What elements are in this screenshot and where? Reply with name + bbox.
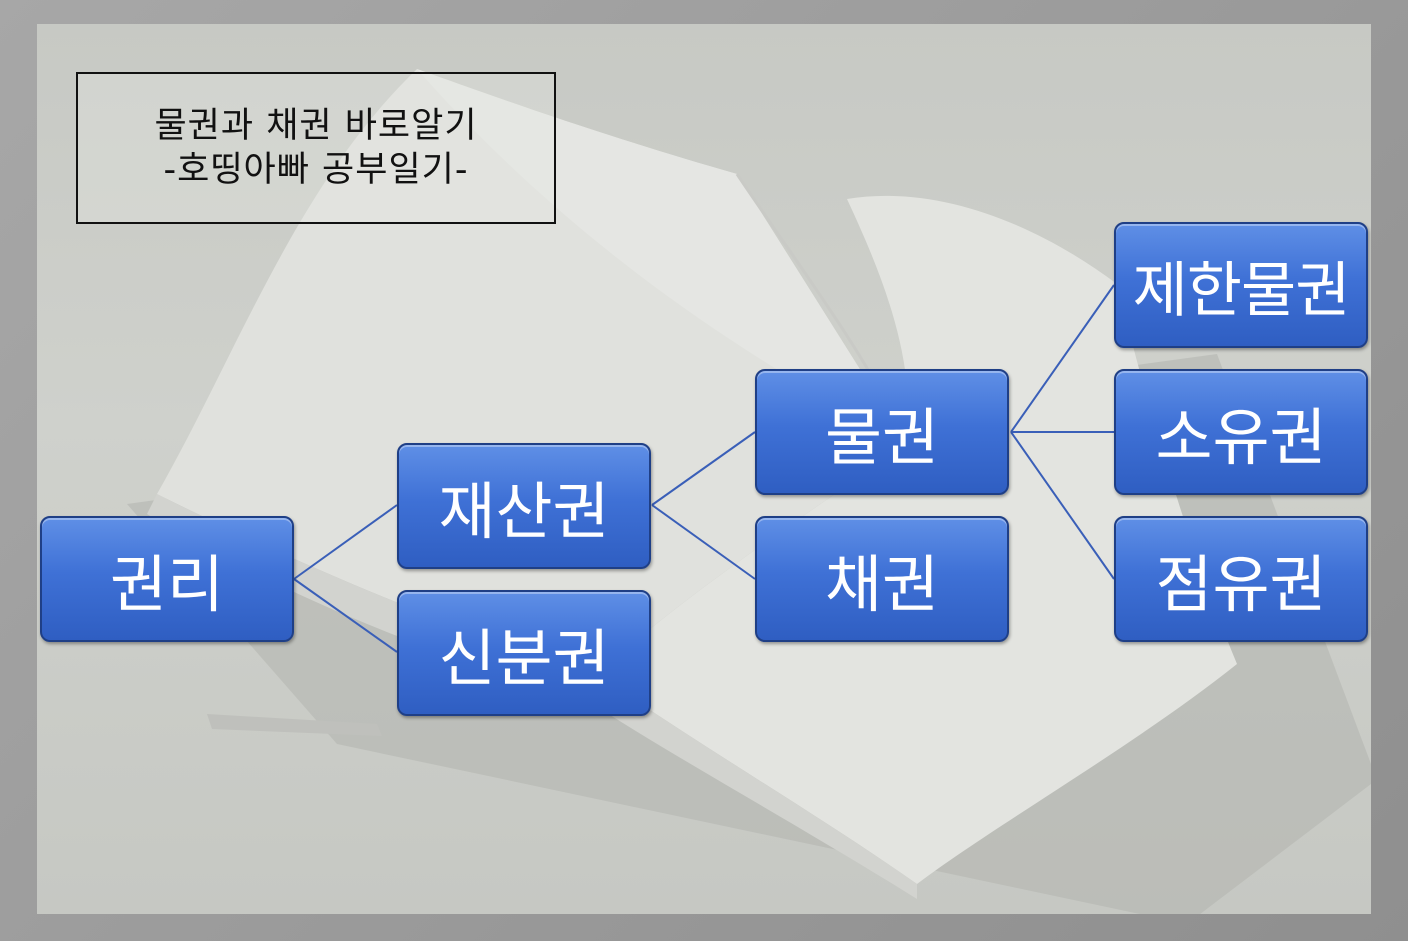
connector-property-real [652, 432, 755, 505]
slide: 물권과 채권 바로알기 -호띵아빠 공부일기- 권리 재산권 신분권 물권 채권… [37, 24, 1371, 914]
node-limited-real-rights: 제한물권 [1114, 222, 1368, 348]
connector-real-possession [1011, 432, 1114, 579]
connector-property-claim [652, 505, 755, 579]
node-claim-rights: 채권 [755, 516, 1009, 642]
node-rights: 권리 [40, 516, 294, 642]
node-real-rights: 물권 [755, 369, 1009, 495]
connector-rights-property [294, 505, 397, 579]
node-ownership: 소유권 [1114, 369, 1368, 495]
node-possession: 점유권 [1114, 516, 1368, 642]
node-status-rights: 신분권 [397, 590, 651, 716]
connector-rights-status [294, 579, 397, 652]
node-property-rights: 재산권 [397, 443, 651, 569]
connector-real-limited [1011, 285, 1114, 432]
